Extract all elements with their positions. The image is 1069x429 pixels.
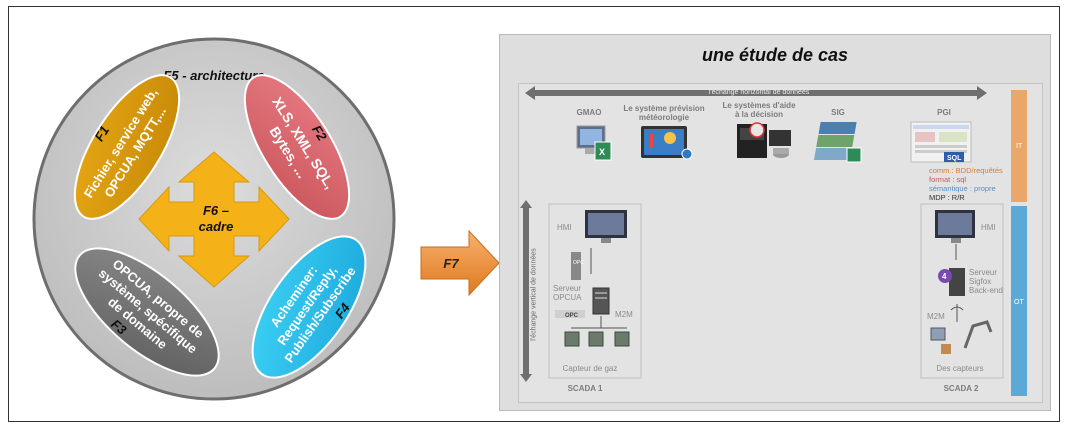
scada2-antenna-icon [950,304,964,322]
case-study-panel: une étude de cas l'échange horizontal de… [499,34,1051,411]
scada2-server-label-line3: Back-end [969,286,1003,295]
petal-f4: Acheminer: Request/Reply, Publish/Subscr… [251,235,367,379]
svg-text:OPC: OPC [573,260,584,266]
exchange-arrows [520,86,1027,396]
ot-label: OT [1014,299,1024,306]
scada1-box [548,203,642,379]
pgi-icon: SQL [910,121,972,163]
scada1-hmi-label: HMI [557,223,572,232]
pgi-mdp: MDP : R/R [929,193,965,202]
scada1-server-label-line1: Serveur [553,284,582,293]
meteo-label-line2: météorologie [638,113,690,122]
vertical-exchange-label: l'échange vertical de données [530,248,538,341]
scada1-gas-sensors [564,331,630,347]
scada1-icons: OPC OPC [555,210,630,347]
scada1-opc-badge: OPC [571,252,584,280]
scada2-capteurs-label: Des capteurs [936,364,984,373]
scada2-title: SCADA 2 [943,384,979,393]
figure-frame: F5 - architecture F6 – cadre F1 Fichier,… [8,6,1060,422]
scada1-opc-logo: OPC [555,310,585,319]
cadre-cross-arrows [138,151,290,288]
sig-icon [813,122,862,163]
aide-label-line1: Le systèmes d'aide [722,101,796,110]
ot-bar [1011,206,1027,396]
f7-arrow [420,229,499,297]
svg-text:X: X [599,147,605,157]
cadre-label-line1: F6 – [203,203,229,218]
svg-text:SQL: SQL [947,155,962,162]
scada1-server-icon [592,287,610,315]
case-study-title: une étude de cas [701,45,849,65]
meteo-icon [641,126,693,160]
scada2-icons: 4 [930,210,993,354]
scada2-server-label-line2: Sigfox [969,277,992,286]
architecture-label: F5 - architecture [163,68,264,83]
it-system-icons: X [576,121,972,163]
petal-f1-tag: F1 [91,123,112,144]
architecture-diagram: F5 - architecture F6 – cadre F1 Fichier,… [32,37,499,401]
scada1-title: SCADA 1 [567,384,603,393]
scada1-hmi-icon [585,210,627,243]
f7-label: F7 [443,256,459,271]
vertical-exchange-arrow [520,200,532,382]
scada2-hmi-label: HMI [981,223,996,232]
scada2-server-icon: 4 [938,268,965,296]
scada2-server-label-line1: Serveur [969,268,998,277]
scada2-box [920,203,1004,379]
scada2-sensors [930,320,993,354]
pgi-semantique: sémantique : propre [929,184,996,193]
it-label: IT [1016,143,1023,150]
scada2-m2m-label: M2M [927,312,945,321]
gmao-label: GMAO [576,108,602,117]
scada1-capteur-label: Capteur de gaz [562,364,618,373]
case-study-inner-panel: l'échange horizontal de données IT OT l'… [518,83,1043,403]
scada2-hmi-icon [935,210,975,243]
sig-label: SIG [831,108,845,117]
pgi-comm: comm.: BDD/requêtés [929,166,1003,175]
horizontal-exchange-arrow [525,86,987,100]
pgi-label: PGI [937,108,951,117]
svg-text:4: 4 [942,272,947,281]
horizontal-exchange-label: l'échange horizontal de données [708,89,810,96]
gmao-icon: X [576,125,612,161]
cadre-label-line2: cadre [199,219,234,234]
meteo-label-line1: Le système prévision [623,104,705,113]
scada1-m2m-label: M2M [615,310,633,319]
it-bar [1011,90,1027,202]
petal-f2: F2 XLS, XML, SQL, Bytes, ... [243,74,351,220]
aide-decision-icon [737,122,791,158]
scada1-opc-logo-text: OPC [565,313,579,319]
scada1-server-label-line2: OPCUA [553,293,582,302]
pgi-format: format : sql [929,175,967,184]
aide-label-line2: à la décision [734,110,784,119]
